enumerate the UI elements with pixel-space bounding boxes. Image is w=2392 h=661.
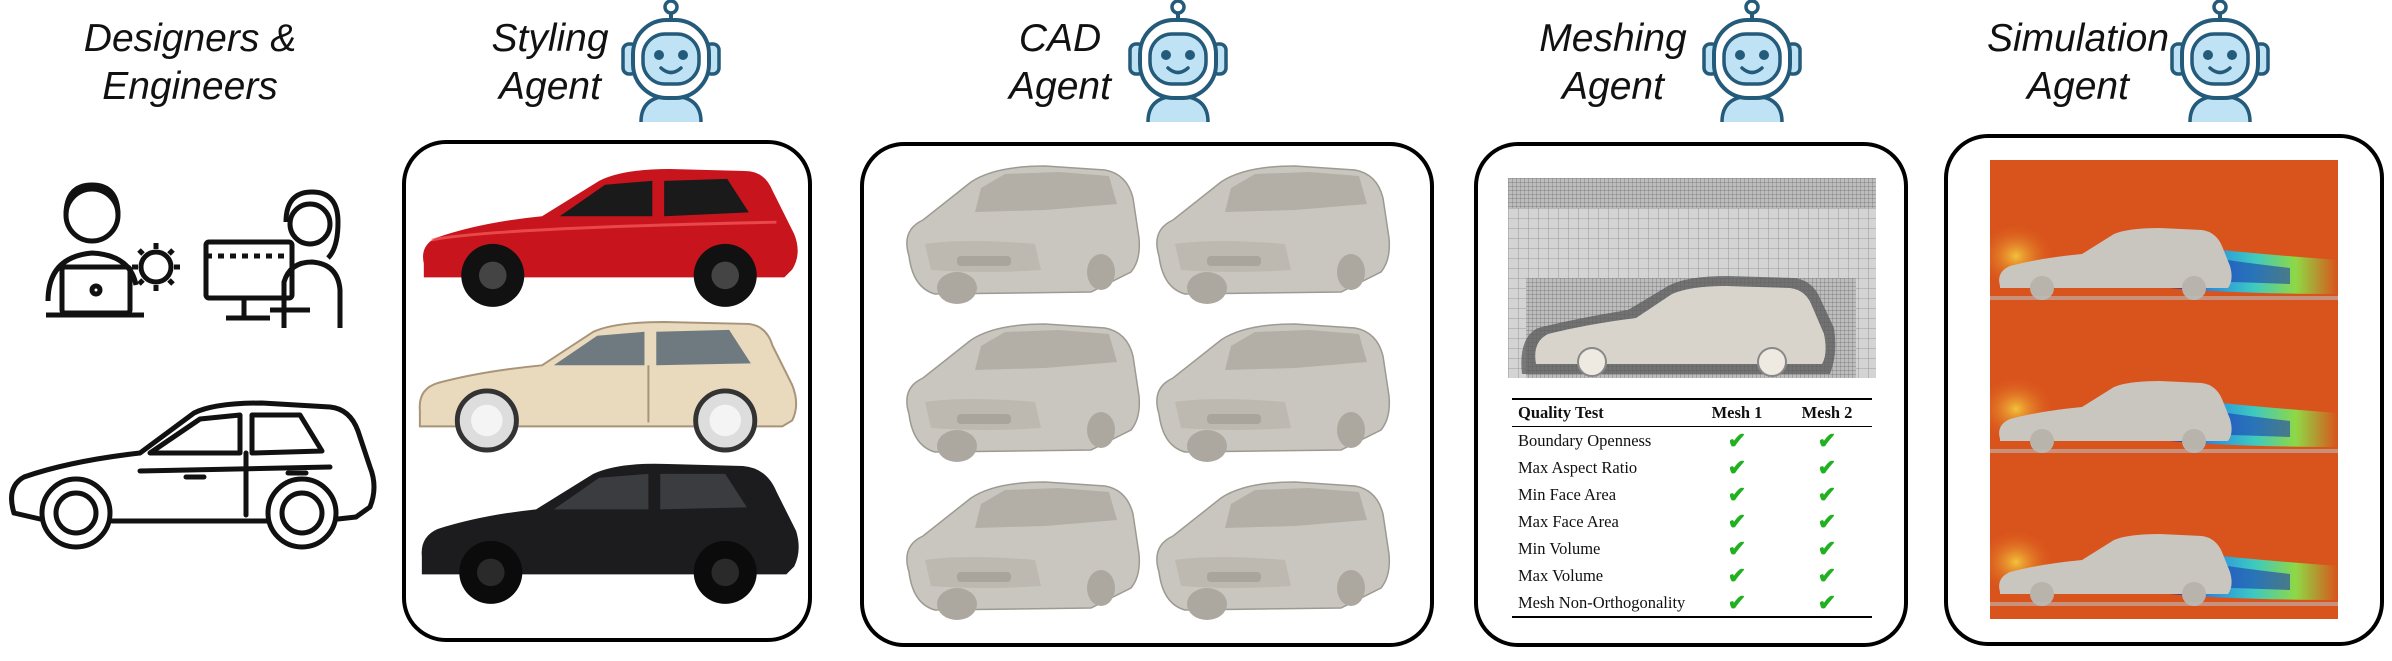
cad-car-render — [906, 323, 1141, 462]
robot-icon — [2168, 0, 2272, 122]
table-row: Mesh Non-Orthogonality✔✔ — [1512, 589, 1872, 618]
quality-test-name: Max Aspect Ratio — [1518, 458, 1638, 477]
table-row: Min Volume ✔ ✔ — [1512, 535, 1872, 562]
designers-title: Designers & Engineers — [60, 15, 320, 111]
mesh-2-check-icon: ✔ — [1817, 428, 1837, 453]
mesh-2-check-icon: ✔ — [1817, 455, 1837, 480]
table-row: Max Face Area ✔ ✔ — [1512, 508, 1872, 535]
designers-title-line1: Designers & — [83, 17, 297, 60]
robot-icon — [1700, 0, 1804, 122]
quality-test-name: Mesh Non-Orthogonality — [1512, 589, 1692, 618]
mesh-1-check-icon: ✔ — [1727, 563, 1747, 588]
engineer-with-laptop-gear-icon — [45, 182, 180, 318]
designer-at-computer-icon — [203, 189, 343, 328]
mesh-2-check-icon: ✔ — [1817, 482, 1837, 507]
mesh-1-check-icon: ✔ — [1727, 428, 1747, 453]
mesh-1-check-icon: ✔ — [1727, 482, 1747, 507]
mesh-image — [1508, 178, 1876, 378]
designers-title-line2: Engineers — [102, 65, 278, 108]
quality-test-name: Max Face Area — [1518, 512, 1619, 531]
car-sketch-icon — [9, 400, 377, 550]
table-row: Min Face Area ✔ ✔ — [1512, 481, 1872, 508]
quality-test-name: Max Volume — [1518, 566, 1604, 585]
mesh-2-check-icon: ✔ — [1817, 563, 1837, 588]
robot-icon — [1126, 0, 1230, 122]
styling-title-line2: Agent — [499, 65, 601, 108]
meshing-agent-title: Meshing Agent — [1528, 15, 1698, 111]
mesh-2-check-icon: ✔ — [1817, 509, 1837, 534]
styling-title-line1: Styling — [491, 17, 609, 60]
meshing-title-line1: Meshing — [1539, 17, 1687, 60]
mesh-1-check-icon: ✔ — [1727, 536, 1747, 561]
cad-title-line2: Agent — [1009, 65, 1111, 108]
mesh-1-check-icon: ✔ — [1727, 455, 1747, 480]
mesh-1-check-icon: ✔ — [1692, 589, 1782, 618]
cad-car-render — [1156, 323, 1391, 462]
cad-car-render — [906, 481, 1141, 620]
quality-test-name: Min Face Area — [1518, 485, 1617, 504]
cad-title-line1: CAD — [1018, 17, 1102, 60]
table-row: Max Aspect Ratio ✔ ✔ — [1512, 454, 1872, 481]
cream-car — [418, 320, 798, 453]
quality-table-header: Quality Test Mesh 1 Mesh 2 — [1512, 398, 1872, 427]
styling-agent-title: Styling Agent — [480, 15, 620, 111]
table-row: Boundary Openness ✔ ✔ — [1512, 427, 1872, 455]
quality-test-name: Boundary Openness — [1518, 431, 1652, 450]
header-mesh-2: Mesh 2 — [1782, 398, 1872, 427]
cad-car-render — [906, 165, 1141, 304]
quality-test-name: Min Volume — [1518, 539, 1601, 558]
quality-test-table: Quality Test Mesh 1 Mesh 2 Boundary Open… — [1512, 398, 1872, 618]
mesh-2-check-icon: ✔ — [1782, 589, 1872, 618]
simulation-title-line2: Agent — [2027, 65, 2129, 108]
cad-agent-title: CAD Agent — [1000, 15, 1120, 111]
meshing-title-line2: Agent — [1562, 65, 1664, 108]
robot-icon — [619, 0, 723, 122]
simulation-title-line1: Simulation — [1986, 17, 2170, 60]
cad-car-render — [1156, 165, 1391, 304]
header-quality-test: Quality Test — [1512, 398, 1692, 427]
cfd-flow-visualization — [1990, 160, 2338, 619]
mesh-2-check-icon: ✔ — [1817, 536, 1837, 561]
red-car — [423, 169, 798, 307]
black-car — [421, 463, 799, 604]
table-row: Max Volume ✔ ✔ — [1512, 562, 1872, 589]
mesh-1-check-icon: ✔ — [1727, 509, 1747, 534]
cad-car-render — [1156, 481, 1391, 620]
simulation-agent-title: Simulation Agent — [1978, 15, 2178, 111]
header-mesh-1: Mesh 1 — [1692, 398, 1782, 427]
